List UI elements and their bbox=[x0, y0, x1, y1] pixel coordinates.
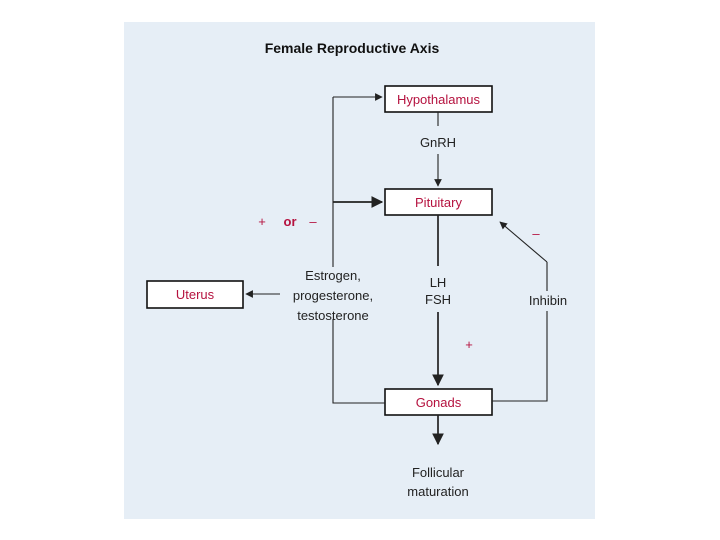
inhibin-label: Inhibin bbox=[529, 293, 567, 308]
hypothalamus-node: Hypothalamus bbox=[384, 85, 493, 113]
inhibin-minus-sign: – bbox=[532, 226, 540, 241]
hypothalamus-box bbox=[384, 85, 493, 113]
uterus-node: Uterus bbox=[146, 280, 244, 309]
feedback-or-label: or bbox=[284, 214, 297, 229]
lh-fsh-plus-sign: + bbox=[465, 337, 473, 352]
pituitary-box bbox=[384, 188, 493, 216]
gonads-box bbox=[384, 388, 493, 416]
diagram-panel bbox=[124, 22, 595, 519]
inhibin-line bbox=[492, 262, 548, 402]
uterus-box bbox=[146, 280, 244, 309]
gnrh-label: GnRH bbox=[420, 135, 456, 150]
pituitary-node: Pituitary bbox=[384, 188, 493, 216]
hypothalamus-label: Hypothalamus bbox=[397, 92, 481, 107]
feedback-minus-sign: – bbox=[309, 214, 317, 229]
progesterone-label: progesterone, bbox=[293, 288, 373, 303]
maturation-label: maturation bbox=[407, 484, 468, 499]
gonads-node: Gonads bbox=[384, 388, 493, 416]
diagram-title: Female Reproductive Axis bbox=[265, 40, 440, 56]
follicular-label: Follicular bbox=[412, 465, 465, 480]
testosterone-label: testosterone bbox=[297, 308, 369, 323]
estrogen-label: Estrogen, bbox=[305, 268, 361, 283]
inhibin-arrow bbox=[499, 221, 548, 263]
lh-label: LH bbox=[430, 275, 447, 290]
pituitary-label: Pituitary bbox=[415, 195, 462, 210]
uterus-label: Uterus bbox=[176, 287, 215, 302]
steroid-line-lower bbox=[332, 319, 385, 404]
feedback-plus-sign: + bbox=[258, 214, 266, 229]
fsh-label: FSH bbox=[425, 292, 451, 307]
inhibin-label-bg bbox=[518, 291, 578, 311]
gonads-label: Gonads bbox=[416, 395, 462, 410]
